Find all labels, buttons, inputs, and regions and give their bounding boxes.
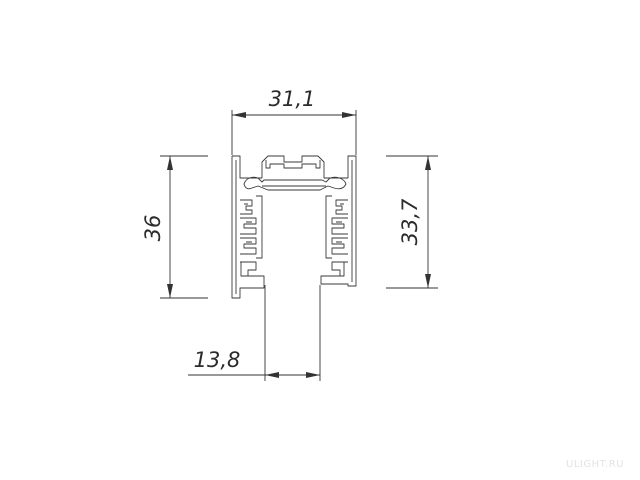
- profile-lower-flange-left: [240, 261, 257, 276]
- arrowhead-bottom-left: [265, 372, 279, 378]
- dimension-label-right-height: 33,7: [398, 198, 422, 245]
- dimension-left-height: 36: [141, 155, 208, 299]
- dimension-label-bottom-opening: 13,8: [194, 348, 241, 372]
- dimension-label-top-width: 31,1: [269, 87, 316, 111]
- busbar-left: [240, 195, 263, 259]
- arrowhead-top-right: [342, 112, 356, 118]
- dimension-top-width: 31,1: [231, 87, 357, 155]
- watermark-text: ULIGHT.RU: [566, 459, 624, 470]
- track-profile: [231, 155, 357, 299]
- dimension-right-height: 33,7: [386, 155, 438, 289]
- profile-outer-contour: [231, 155, 357, 299]
- arrowhead-left-bottom: [167, 284, 173, 298]
- dimension-label-left-height: 36: [141, 215, 165, 242]
- profile-lower-flange-right: [331, 261, 348, 276]
- arrowhead-top-left: [232, 112, 246, 118]
- arrowhead-right-top: [425, 156, 431, 170]
- busbar-right: [325, 195, 348, 259]
- dimension-bottom-opening: 13,8: [188, 285, 321, 381]
- profile-top-channel: [265, 160, 321, 169]
- profile-top-cap: [243, 176, 347, 191]
- arrowhead-left-top: [167, 156, 173, 170]
- arrowhead-bottom-right: [306, 372, 320, 378]
- arrowhead-right-bottom: [425, 274, 431, 288]
